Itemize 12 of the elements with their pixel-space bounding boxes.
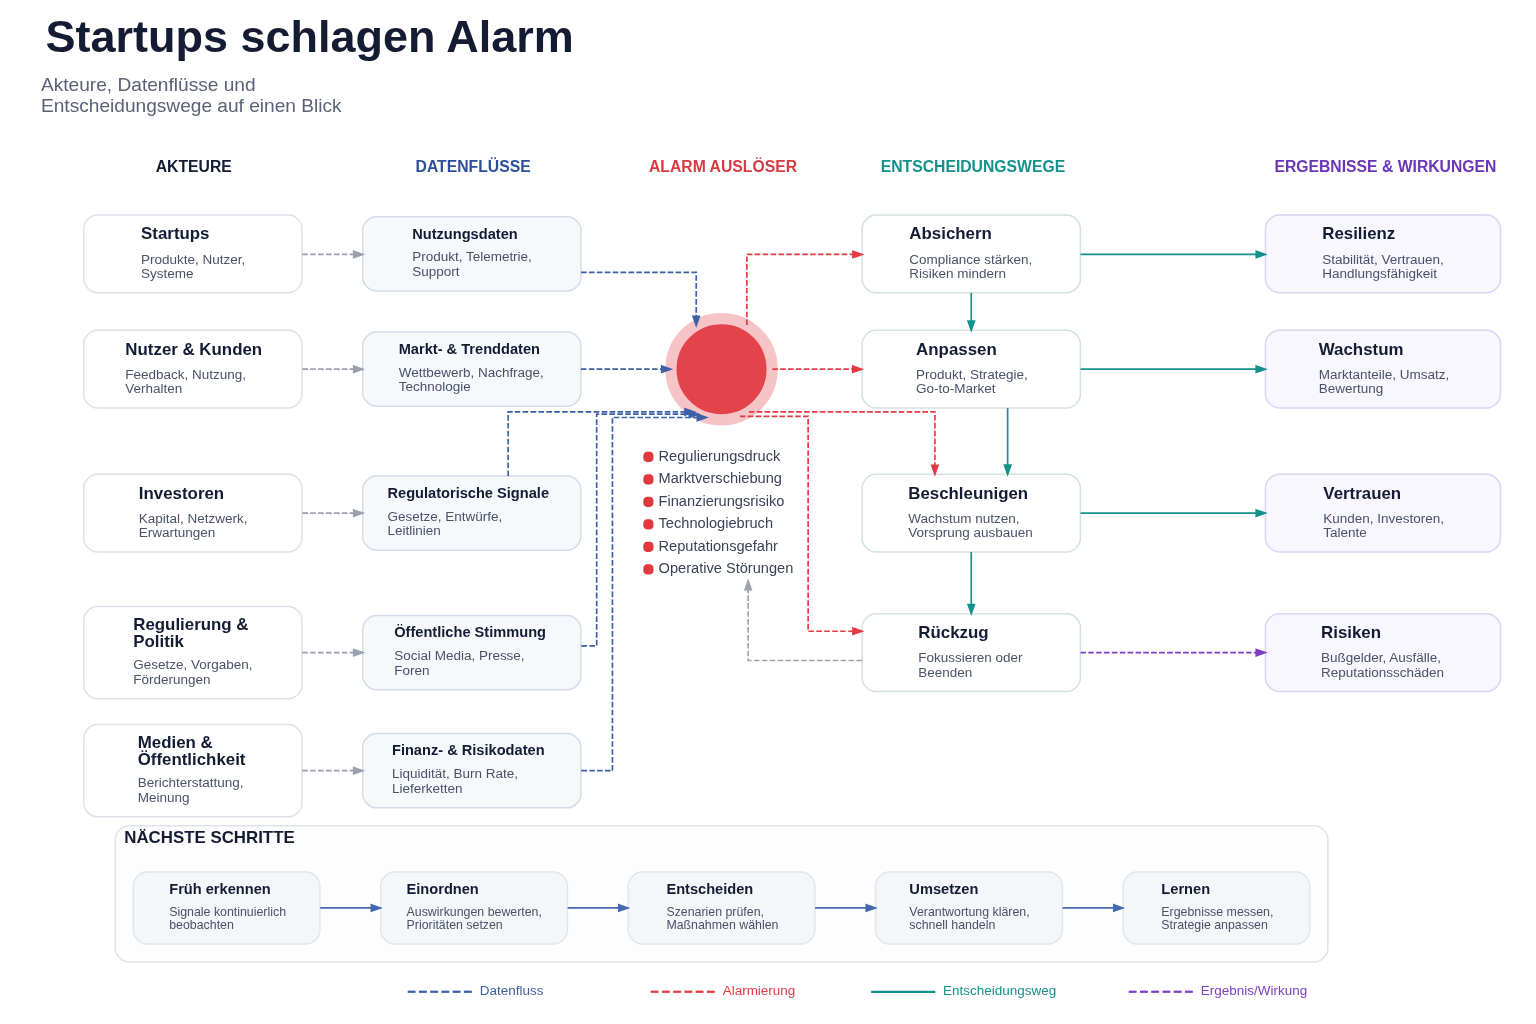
legend-label: Alarmierung xyxy=(722,983,795,999)
label: ALARM AUSLÖSER xyxy=(648,157,797,175)
label: Akteure, Datenflüsse und Entscheidungswege auf einen Blick xyxy=(40,73,342,117)
node-text: Regulierungsdruck Marktverschiebung Finanzierungsrisiko Technologiebruch Reputationsgefahr Operative Störungen xyxy=(658,447,793,577)
label: AKTEURE xyxy=(155,157,232,175)
label: DATENFLÜSSE xyxy=(415,157,531,175)
diagram-title: Startups schlagen Alarm xyxy=(45,10,574,62)
label: ENTSCHEIDUNGSWEGE xyxy=(880,157,1065,175)
legend-label: Datenfluss xyxy=(479,983,543,999)
legend-label: Entscheidungsweg xyxy=(942,983,1056,999)
legend-label: Ergebnis/Wirkung xyxy=(1200,983,1307,999)
label: ERGEBNISSE & WIRKUNGEN xyxy=(1273,157,1496,175)
